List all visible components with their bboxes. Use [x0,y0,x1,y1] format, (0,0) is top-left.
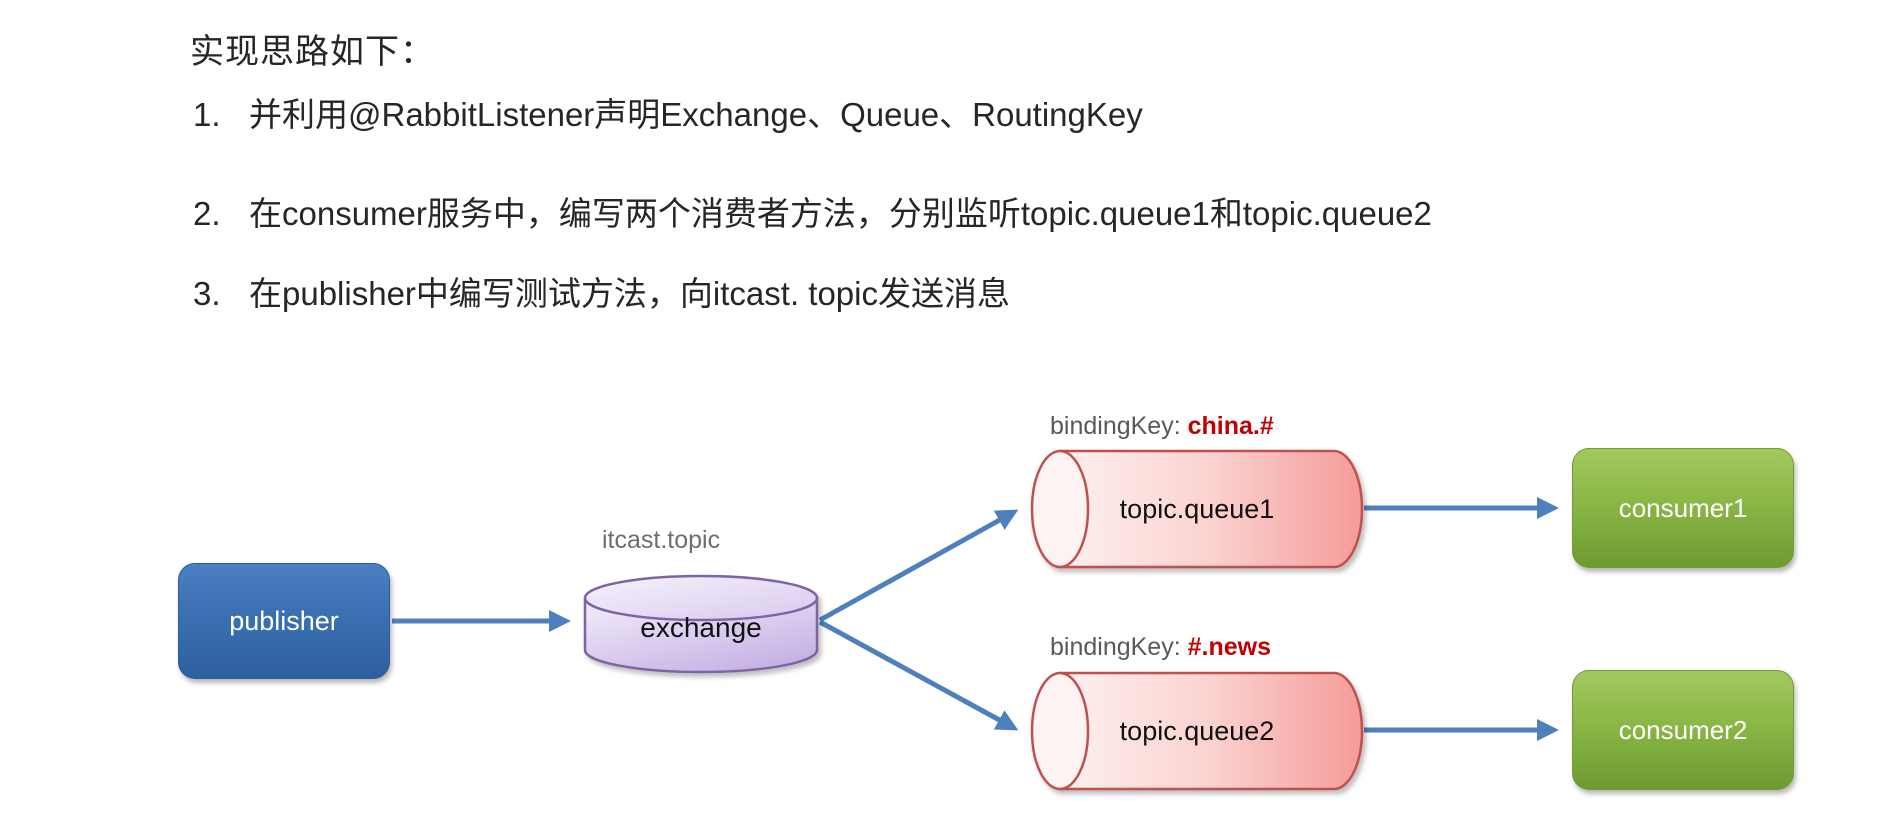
exchange-label: exchange [640,612,762,643]
queue1-cylinder [1030,449,1364,569]
list-item-number: 3. [193,275,221,312]
binding-key-prefix: bindingKey: [1050,633,1188,661]
list-item-2: 2. 在consumer服务中，编写两个消费者方法，分别监听topic.queue… [193,187,1432,235]
list-item-number: 2. [193,195,221,232]
list-item-text: 并利用@RabbitListener声明Exchange、Queue、Routi… [249,96,1143,133]
queue1-label: topic.queue1 [1119,493,1275,524]
list-item-1: 1. 并利用@RabbitListener声明Exchange、Queue、Rou… [193,88,1143,136]
exchange-cylinder [583,574,819,674]
queue2-cylinder [1030,671,1364,791]
consumer1-node: consumer1 [1572,448,1794,568]
queue1-binding-key-label: bindingKey: china.# [1050,412,1274,441]
consumer2-node: consumer2 [1572,670,1794,790]
list-item-3: 3. 在publisher中编写测试方法，向itcast. topic发送消息 [193,267,1010,315]
arrows [392,496,1559,741]
list-item-text: 在publisher中编写测试方法，向itcast. topic发送消息 [249,275,1010,312]
list-item-text: 在consumer服务中，编写两个消费者方法，分别监听topic.queue1和… [249,195,1432,232]
exchange-name-label: itcast.topic [602,526,721,554]
arrow-exchange-to-queue2 [818,619,1019,731]
consumer2-label: consumer2 [1618,714,1748,745]
queue2-label: topic.queue2 [1119,715,1275,746]
binding-key-value: china.# [1187,412,1274,440]
list-item-number: 1. [193,96,221,133]
queue2-binding-key-label: bindingKey: #.news [1050,633,1271,662]
binding-key-value: #.news [1187,633,1271,661]
binding-key-prefix: bindingKey: [1050,412,1188,440]
consumer1-label: consumer1 [1618,492,1748,523]
publisher-node: publisher [178,563,390,679]
publisher-label: publisher [229,605,339,636]
page-title: 实现思路如下： [190,33,435,71]
arrow-exchange-to-queue1 [818,509,1019,623]
